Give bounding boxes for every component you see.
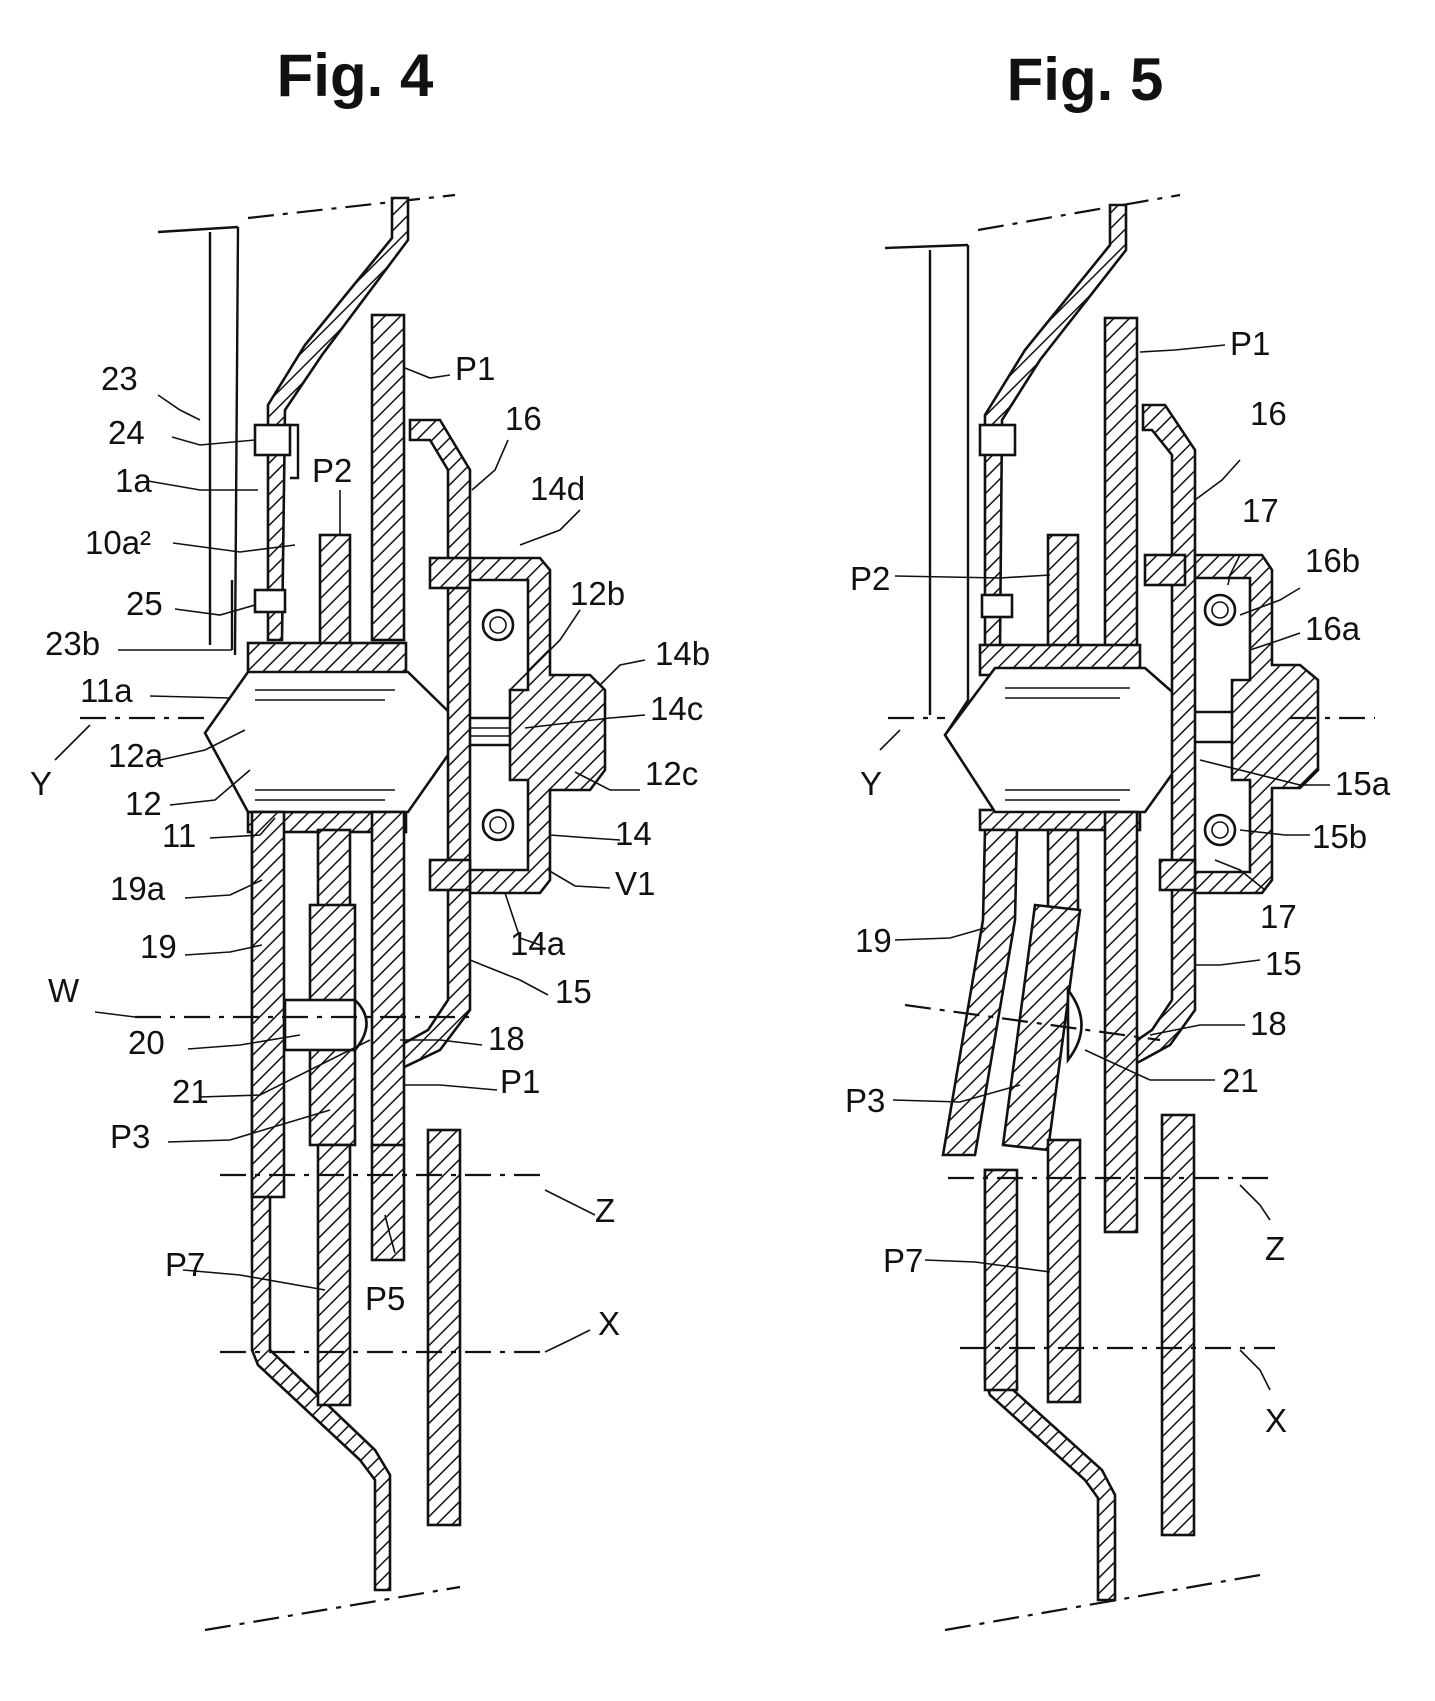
fig4-label-25: 25 xyxy=(126,585,163,622)
fig4-sprocket-P1-lower xyxy=(372,812,404,1147)
fig4-plate-19 xyxy=(252,812,284,1197)
fig4-spacer-a xyxy=(430,558,470,588)
fig5-label-16: 16 xyxy=(1250,395,1287,432)
fig5-label-21: 21 xyxy=(1222,1062,1259,1099)
fig5-sprocket-low-a xyxy=(985,1170,1017,1390)
fig4-sprocket-P1-upper xyxy=(372,315,404,640)
fig4-label-P1-top: P1 xyxy=(455,350,495,387)
fig5-bolt-lower xyxy=(982,595,1012,617)
fig4-label-1a: 1a xyxy=(115,462,152,499)
fig4-label-P5: P5 xyxy=(365,1280,405,1317)
fig4-sprocket-P2 xyxy=(320,535,350,650)
fig4-bolt-24 xyxy=(255,425,290,455)
fig4-label-11a: 11a xyxy=(80,672,133,709)
fig4-label-12: 12 xyxy=(125,785,162,822)
fig4-label-12a: 12a xyxy=(108,737,164,774)
fig4-label-12b: 12b xyxy=(570,575,625,612)
fig4-label-19a: 19a xyxy=(110,870,166,907)
fig4-sprocket-P5 xyxy=(372,1145,404,1260)
fig4-label-23: 23 xyxy=(101,360,138,397)
fig5-spacer-a xyxy=(1145,555,1185,585)
figure-4: Fig. 4 xyxy=(30,42,710,1630)
fig4-label-14a: 14a xyxy=(510,925,566,962)
fig4-pin-20 xyxy=(285,1000,355,1050)
fig4-label-Y: Y xyxy=(30,765,52,802)
figure-4-title: Fig. 4 xyxy=(277,42,434,109)
fig5-label-17-top: 17 xyxy=(1242,492,1279,529)
fig5-ball-upper xyxy=(1205,595,1235,625)
fig4-bolt-25 xyxy=(255,590,285,612)
fig4-label-24: 24 xyxy=(108,414,145,451)
figure-5-title: Fig. 5 xyxy=(1007,46,1164,113)
fig4-ball-lower xyxy=(483,810,513,840)
fig5-bolt-upper xyxy=(980,425,1015,455)
fig4-spacer-b xyxy=(430,860,470,890)
fig5-label-X: X xyxy=(1265,1402,1287,1439)
fig4-label-P1-bottom: P1 xyxy=(500,1063,540,1100)
fig5-label-16b: 16b xyxy=(1305,542,1360,579)
fig5-label-16a: 16a xyxy=(1305,610,1361,647)
fig4-labels: 23 24 1a 10a² 25 23b 11a Y 12a 12 11 19a… xyxy=(30,350,710,1342)
fig4-label-Z: Z xyxy=(595,1192,615,1229)
fig4-label-19: 19 xyxy=(140,928,177,965)
fig4-label-P7: P7 xyxy=(165,1246,205,1283)
fig4-label-W: W xyxy=(48,972,80,1009)
fig4-label-12c: 12c xyxy=(645,755,698,792)
fig4-label-20: 20 xyxy=(128,1024,165,1061)
fig4-label-15: 15 xyxy=(555,973,592,1010)
fig5-sprocket-P2 xyxy=(1048,535,1078,650)
fig4-label-21: 21 xyxy=(172,1073,209,1110)
figure-5: Fig. 5 xyxy=(845,46,1391,1630)
fig4-label-11: 11 xyxy=(162,817,196,854)
fig4-label-10a2: 10a² xyxy=(85,524,151,561)
fig5-label-15a: 15a xyxy=(1335,765,1391,802)
fig5-label-P7: P7 xyxy=(883,1242,923,1279)
fig4-label-X: X xyxy=(598,1305,620,1342)
fig5-label-15: 15 xyxy=(1265,945,1302,982)
fig5-ball-lower xyxy=(1205,815,1235,845)
fig4-sprocket-large xyxy=(428,1130,460,1525)
fig4-label-18: 18 xyxy=(488,1020,525,1057)
fig4-sprocket-P7 xyxy=(318,1145,350,1405)
fig4-label-16: 16 xyxy=(505,400,542,437)
fig5-sprocket-P7 xyxy=(1048,1140,1080,1402)
fig5-label-17-bottom: 17 xyxy=(1260,898,1297,935)
fig4-label-14d: 14d xyxy=(530,470,585,507)
fig4-label-P2: P2 xyxy=(312,452,352,489)
fig5-spacer-b xyxy=(1160,860,1195,890)
fig5-sprocket-P1-lower xyxy=(1105,812,1137,1232)
fig5-label-P3: P3 xyxy=(845,1082,885,1119)
fig5-cam-18 xyxy=(1068,990,1082,1060)
fig5-label-P2: P2 xyxy=(850,560,890,597)
fig5-label-Y: Y xyxy=(860,765,882,802)
fig4-ball-upper xyxy=(483,610,513,640)
fig5-label-Z: Z xyxy=(1265,1230,1285,1267)
fig4-label-P3: P3 xyxy=(110,1118,150,1155)
fig4-label-23b: 23b xyxy=(45,625,100,662)
fig5-label-18: 18 xyxy=(1250,1005,1287,1042)
fig4-label-14: 14 xyxy=(615,815,652,852)
fig4-label-V1: V1 xyxy=(615,865,655,902)
fig5-sprocket-P1-upper xyxy=(1105,318,1137,648)
fig5-label-15b: 15b xyxy=(1312,818,1367,855)
fig5-label-19: 19 xyxy=(855,922,892,959)
fig4-label-14b: 14b xyxy=(655,635,710,672)
fig4-label-14c: 14c xyxy=(650,690,703,727)
fig4-hub-sleeve-top xyxy=(248,643,406,673)
fig5-plate-19 xyxy=(943,830,1017,1155)
fig5-label-P1: P1 xyxy=(1230,325,1270,362)
